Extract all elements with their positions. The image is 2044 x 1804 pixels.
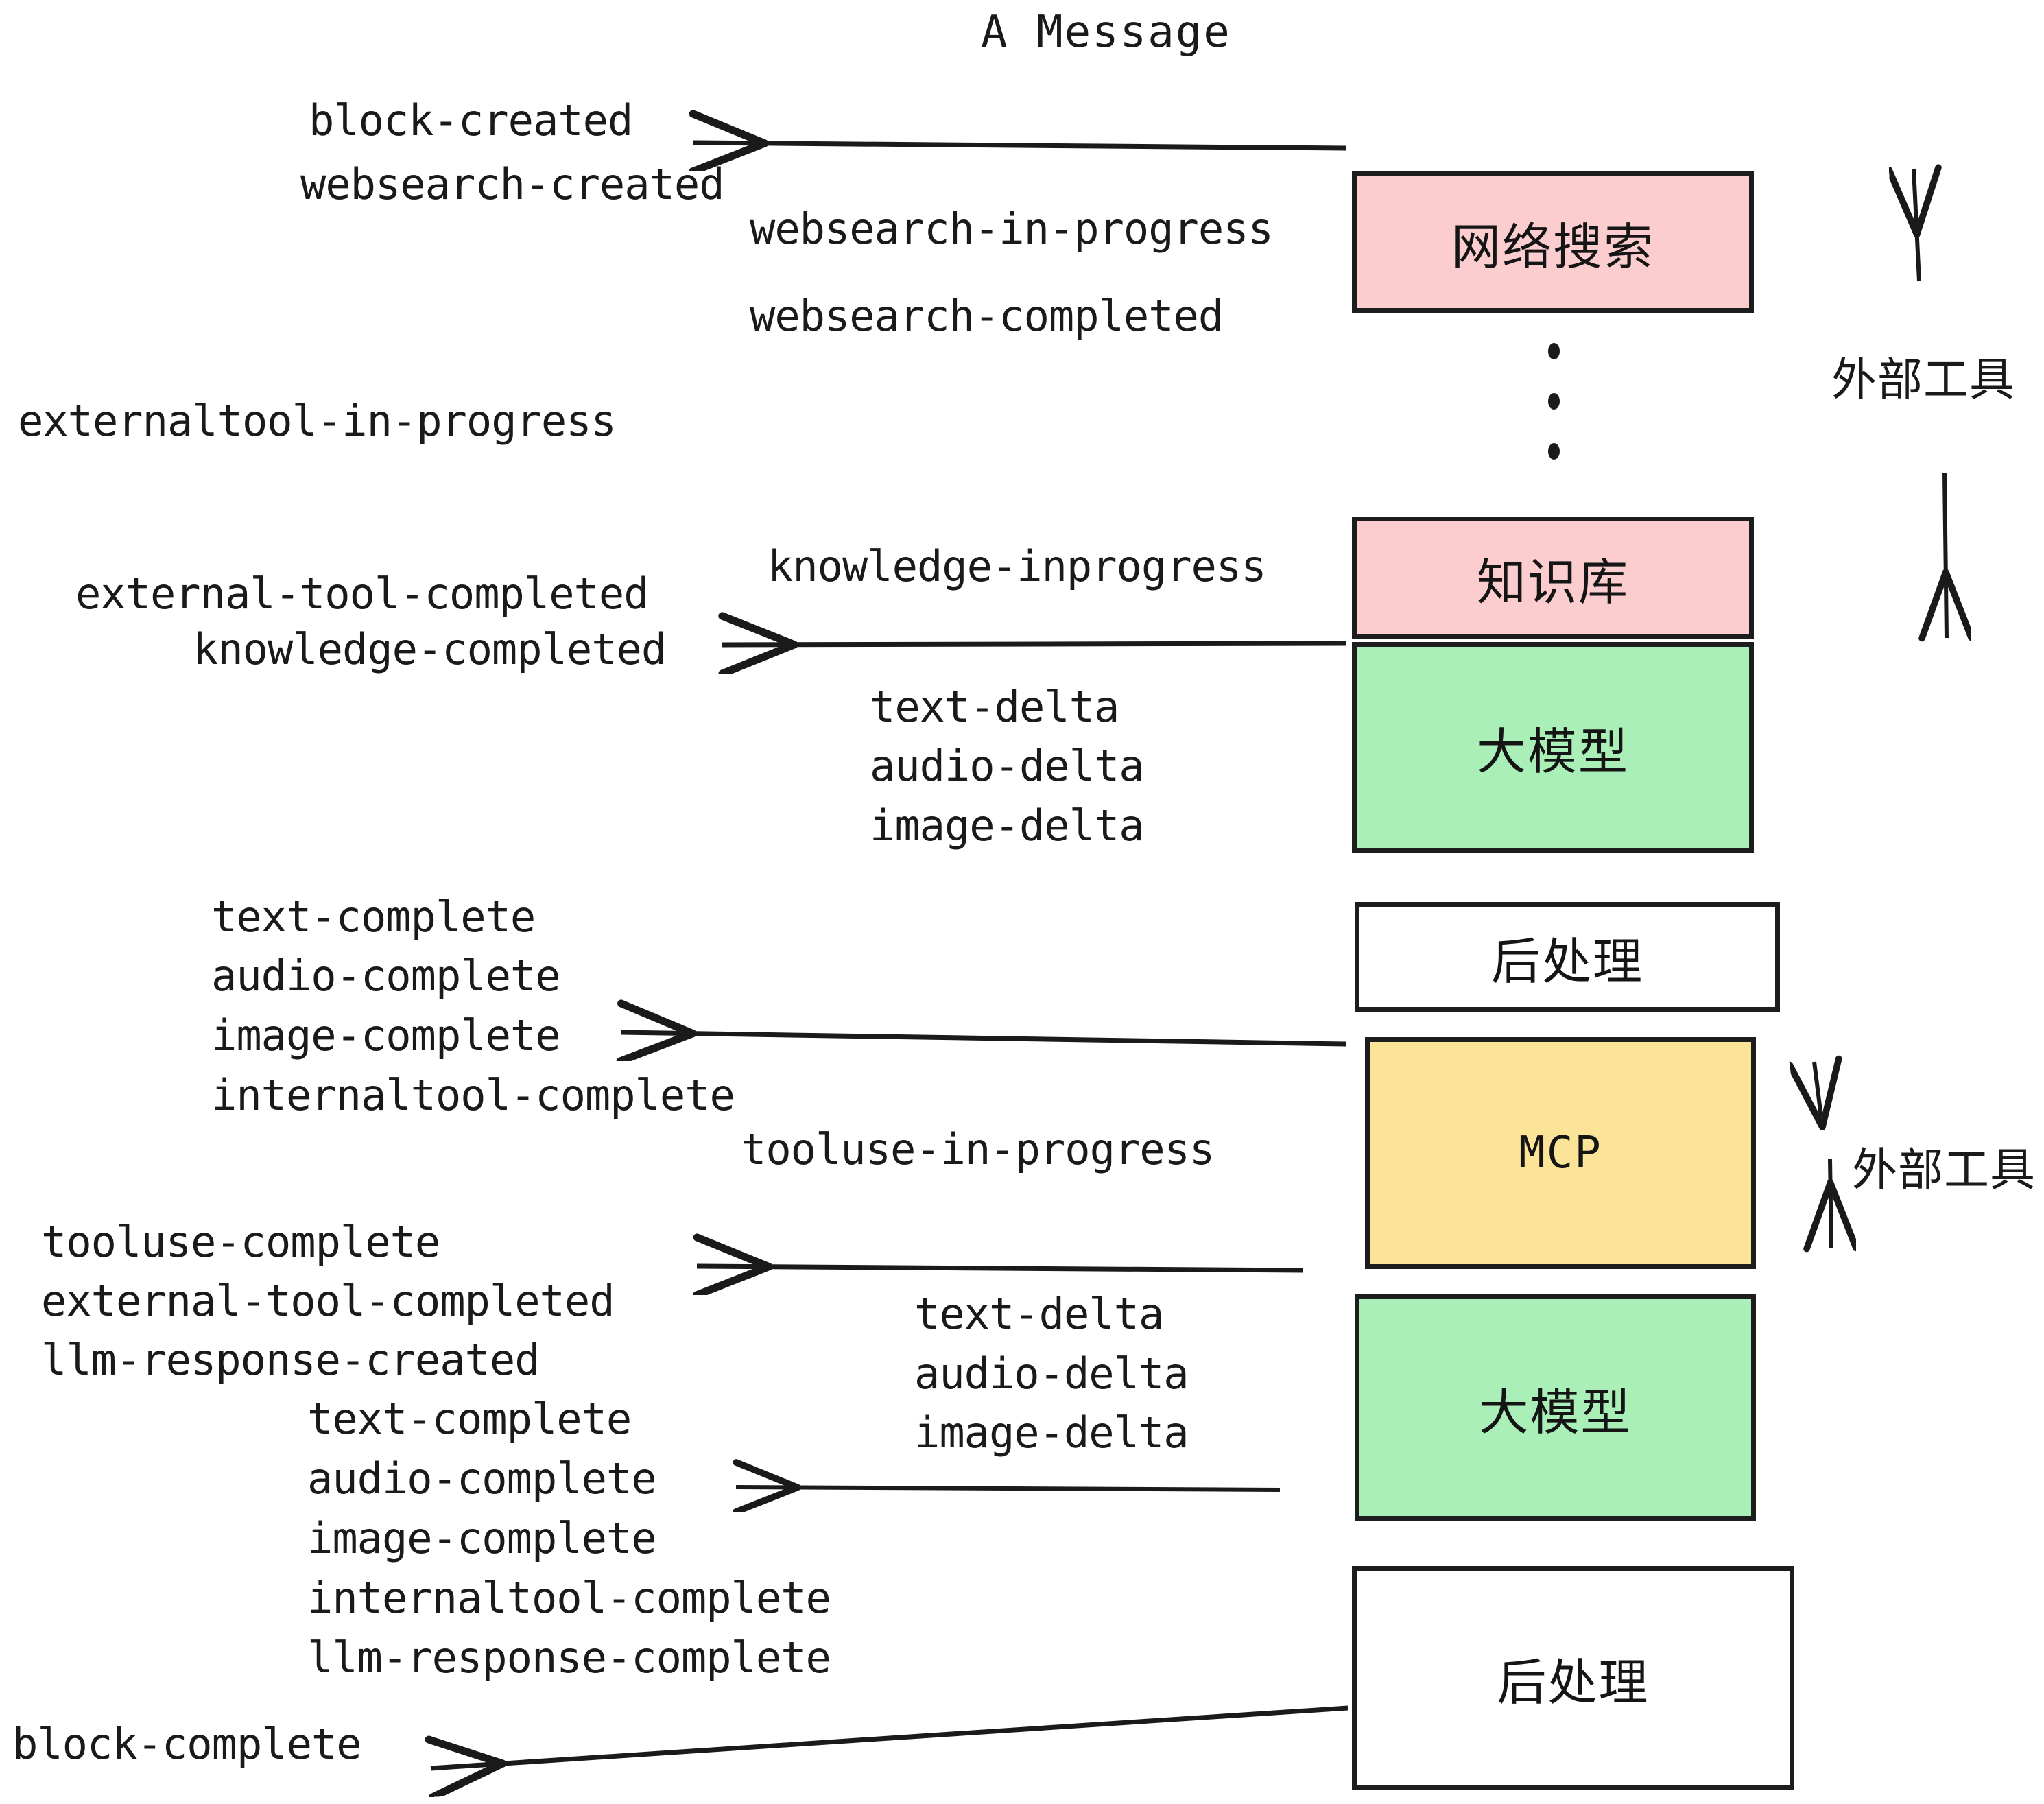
box-postprocessing-top: 后处理 xyxy=(1355,902,1780,1012)
event-label-block-complete: block-complete xyxy=(12,1719,362,1769)
event-label-image-complete-1: image-complete xyxy=(211,1010,561,1060)
event-label-knowledge-completed: knowledge-completed xyxy=(193,624,667,674)
event-label-image-complete-2: image-complete xyxy=(307,1513,657,1563)
arrow-llm-to-knowledge-completed xyxy=(722,643,1346,645)
event-label-internaltool-complete-1: internaltool-complete xyxy=(211,1070,735,1120)
arrow-postprocessing-to-block-complete xyxy=(431,1705,1348,1768)
event-label-image-delta-1: image-delta xyxy=(870,800,1145,851)
annotation-external-tool-top: 外部工具 xyxy=(1831,354,2015,405)
arrow-external-tool-bottom-down xyxy=(1830,1159,1831,1248)
page-title: A Message xyxy=(981,7,1231,58)
event-label-llm-response-created: llm-response-created xyxy=(41,1335,540,1385)
event-label-text-complete-1: text-complete xyxy=(211,892,536,942)
event-label-audio-delta-2: audio-delta xyxy=(914,1349,1189,1399)
event-label-audio-complete-2: audio-complete xyxy=(307,1453,657,1504)
arrow-llm-bottom-to-audio-complete xyxy=(736,1487,1281,1490)
event-label-websearch-created: websearch-created xyxy=(300,159,725,209)
arrow-external-tool-top-down xyxy=(1945,473,1947,638)
box-websearch: 网络搜索 xyxy=(1352,171,1754,313)
event-label-block-created: block-created xyxy=(309,95,633,145)
box-postprocessing-bottom: 后处理 xyxy=(1352,1566,1794,1790)
box-llm-top: 大模型 xyxy=(1352,642,1754,853)
event-label-websearch-completed: websearch-completed xyxy=(750,291,1224,341)
box-llm-bottom: 大模型 xyxy=(1355,1294,1756,1521)
box-knowledge: 知识库 xyxy=(1352,517,1754,639)
event-label-audio-complete-1: audio-complete xyxy=(211,951,561,1001)
event-label-image-delta-2: image-delta xyxy=(914,1408,1189,1458)
event-label-text-delta-2: text-delta xyxy=(914,1289,1164,1339)
event-label-external-tool-completed-1: external-tool-completed xyxy=(75,569,650,619)
arrow-external-tool-bottom-up xyxy=(1814,1062,1821,1117)
event-label-internaltool-complete-2: internaltool-complete xyxy=(307,1573,831,1623)
arrow-mcp-to-tooluse-complete xyxy=(697,1266,1304,1270)
event-label-tooluse-in-progress: tooluse-in-progress xyxy=(741,1124,1215,1174)
event-label-text-delta-1: text-delta xyxy=(870,682,1119,732)
event-label-audio-delta-1: audio-delta xyxy=(870,741,1145,791)
annotation-external-tool-bottom: 外部工具 xyxy=(1852,1144,2036,1195)
event-label-llm-response-complete: llm-response-complete xyxy=(307,1633,831,1683)
vertical-ellipsis-icon xyxy=(1547,343,1560,460)
event-label-text-complete-2: text-complete xyxy=(307,1394,632,1444)
event-label-external-tool-completed-2: external-tool-completed xyxy=(41,1276,615,1326)
arrow-postprocessing-to-image-complete xyxy=(621,1032,1346,1044)
arrow-external-tool-top-up xyxy=(1914,169,1919,282)
box-mcp: MCP xyxy=(1365,1037,1756,1269)
arrow-websearch-to-created xyxy=(693,143,1346,148)
event-label-websearch-in-progress: websearch-in-progress xyxy=(750,204,1274,254)
event-label-knowledge-inprogress: knowledge-inprogress xyxy=(768,541,1267,591)
event-label-externaltool-in-progress: externaltool-in-progress xyxy=(18,396,617,446)
event-label-tooluse-complete: tooluse-complete xyxy=(41,1217,440,1267)
